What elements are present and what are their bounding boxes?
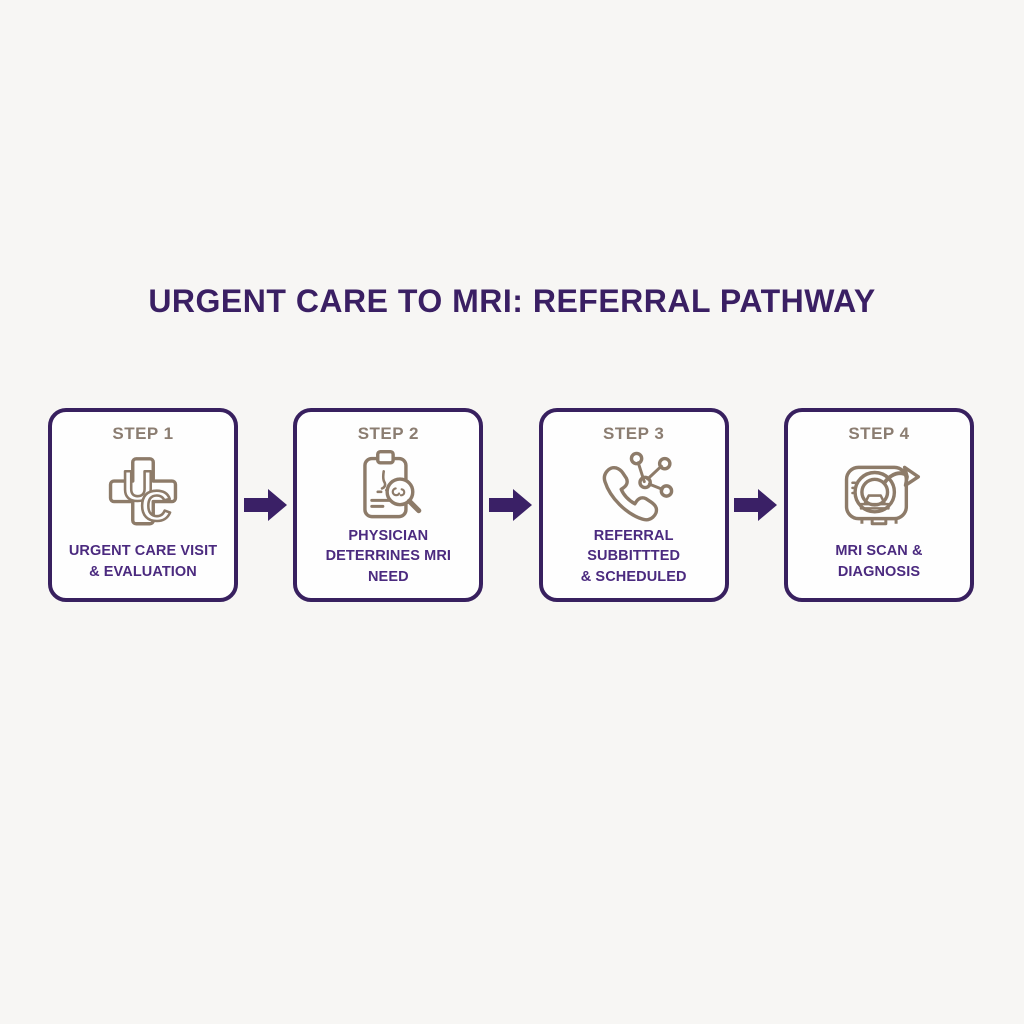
phone-network-icon [593, 444, 675, 526]
flow-row: STEP 1 U C URGENT CARE VISIT & EVALUATIO… [48, 408, 974, 602]
mri-scanner-arrow-icon [835, 444, 923, 541]
step-3-label: REFERRAL SUBBITTTED & SCHEDULED [551, 526, 717, 587]
step-4-label: MRI SCAN & DIAGNOSIS [835, 541, 922, 582]
arrow-gap-1 [238, 408, 293, 602]
step-box-2: STEP 2 PHYSICIAN DETERRINES MRI NEED [293, 408, 484, 602]
urgent-care-cross-icon: U C [102, 444, 184, 541]
page-title: URGENT CARE TO MRI: REFERRAL PATHWAY [148, 283, 876, 319]
step-3-header: STEP 3 [603, 424, 665, 443]
step-2-header: STEP 2 [357, 424, 419, 443]
step-1-header: STEP 1 [112, 424, 174, 443]
arrow-gap-3 [729, 408, 784, 602]
step-2-label-line2: DETERRINES MRI NEED [325, 548, 452, 585]
right-arrow-icon [243, 487, 288, 523]
right-arrow-icon [734, 487, 778, 523]
step-1-label-line1: URGENT CARE VISIT [68, 543, 218, 560]
step-box-3: STEP 3 REFERRAL SUBBITTTED & SCHEDULED [538, 408, 729, 602]
step-4-header: STEP 4 [848, 424, 910, 443]
step-4-label-line1: MRI SCAN & [835, 543, 923, 560]
step-3-label-line2: & SCHEDULED [580, 568, 687, 585]
right-arrow-icon [488, 487, 533, 523]
svg-text:U: U [122, 462, 153, 510]
step-4-label-line2: DIAGNOSIS [837, 563, 921, 580]
step-1-label: URGENT CARE VISIT & EVALUATION [69, 541, 217, 582]
step-box-1: STEP 1 U C URGENT CARE VISIT & EVALUATIO… [48, 408, 238, 602]
step-1-label-line2: & EVALUATION [89, 563, 197, 580]
arrow-gap-2 [483, 408, 538, 602]
clipboard-search-icon [347, 444, 429, 526]
step-2-label-line1: PHYSICIAN [348, 528, 429, 544]
step-3-label-line1: REFERRAL SUBBITTTED [587, 528, 681, 565]
svg-text:C: C [140, 482, 171, 530]
step-box-4: STEP 4 MRI SCAN & DIAGNOSIS [783, 408, 974, 602]
step-2-label: PHYSICIAN DETERRINES MRI NEED [305, 526, 471, 587]
